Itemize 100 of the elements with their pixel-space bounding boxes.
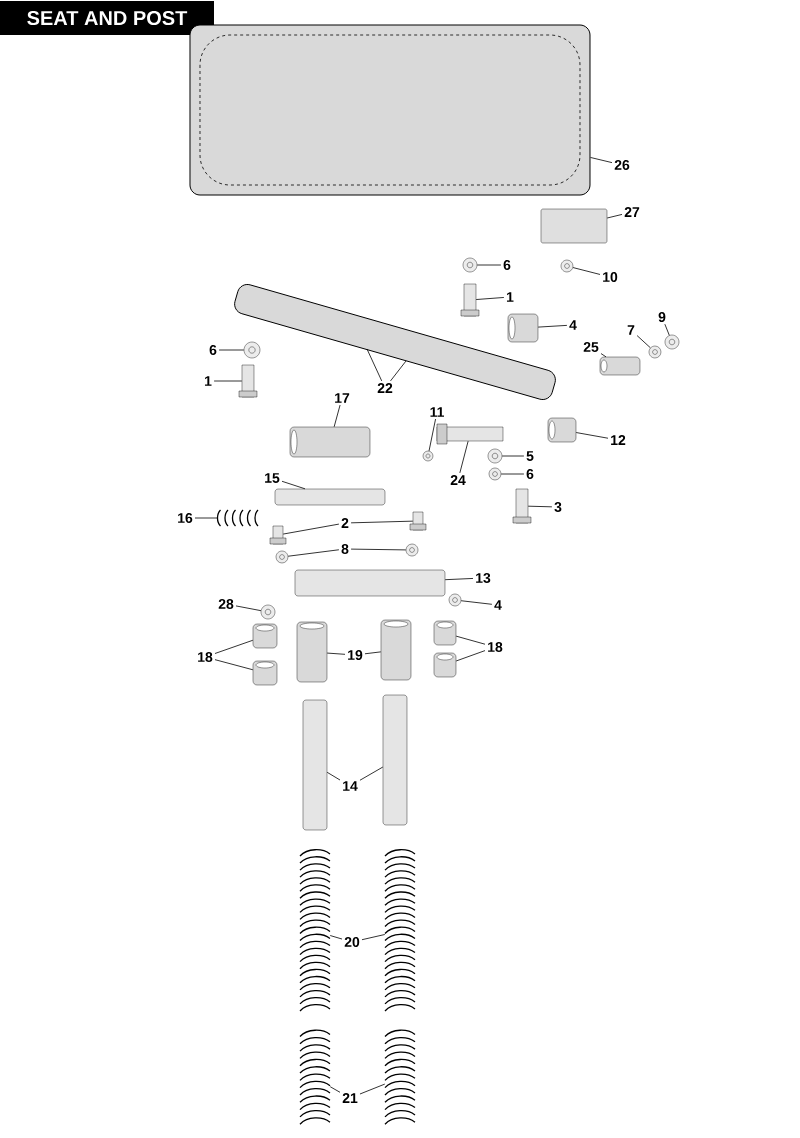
bushing-drawing [547, 417, 577, 443]
bushing-drawing [252, 623, 278, 649]
callout-number: 20 [344, 937, 360, 947]
callout-number: 19 [348, 650, 363, 660]
leader-line [606, 214, 623, 219]
leader-line [326, 652, 346, 655]
leader-line [350, 520, 414, 524]
bracket-drawing [540, 208, 608, 244]
post-drawing [302, 699, 328, 831]
nut-drawing [448, 593, 462, 607]
callout-number: 27 [624, 207, 640, 217]
callout-number: 1 [205, 376, 212, 386]
leader-line [455, 635, 486, 645]
callout-number: 25 [583, 342, 599, 352]
bolt-drawing [436, 423, 504, 445]
callout-number: 7 [627, 325, 635, 335]
leader-line [361, 934, 386, 941]
leader-line [213, 380, 243, 382]
spring-drawing [384, 849, 416, 1012]
washer-drawing [648, 345, 662, 359]
bushing-drawing [433, 652, 457, 678]
leader-line [287, 549, 340, 557]
leader-line [214, 639, 254, 654]
callout-number: 17 [335, 393, 350, 403]
leader-line [333, 404, 341, 428]
callout-number: 15 [265, 473, 280, 483]
callout-number: 28 [218, 599, 234, 609]
spring-drawing [299, 849, 331, 1012]
washer-drawing [243, 341, 261, 359]
callout-number: 16 [178, 513, 193, 523]
washer-drawing [462, 257, 478, 273]
callout-number: 21 [342, 1093, 358, 1103]
leader-line [572, 267, 601, 275]
leader-line [476, 264, 502, 266]
callout-number: 9 [658, 312, 666, 322]
callout-number: 3 [554, 502, 562, 512]
spring-drawing [384, 1029, 416, 1125]
callout-number: 2 [341, 518, 349, 528]
fitting-drawing [422, 450, 434, 462]
leader-line [282, 523, 340, 535]
screw-drawing [512, 488, 532, 524]
callout-number: 24 [450, 475, 466, 485]
screw-drawing [409, 511, 427, 531]
bushing-drawing [296, 621, 328, 683]
leader-line [329, 1086, 341, 1093]
leader-line [664, 323, 670, 336]
leader-line [366, 348, 383, 382]
leader-line [214, 659, 254, 671]
leader-line [350, 548, 407, 551]
leader-line [194, 517, 218, 519]
washer-drawing [488, 467, 502, 481]
frame-drawing [234, 284, 556, 401]
callout-number: 14 [343, 781, 358, 791]
callout-number: 13 [476, 573, 491, 583]
callout-number: 5 [526, 451, 534, 461]
spring-drawing [299, 1029, 331, 1125]
leader-line [455, 650, 486, 662]
tube-drawing [289, 426, 371, 458]
seat-drawing [189, 24, 591, 196]
leader-line [281, 480, 306, 490]
nut-drawing [664, 334, 680, 350]
callout-number: 4 [569, 320, 577, 330]
callout-number: 6 [503, 260, 511, 270]
leader-line [527, 505, 553, 508]
screw-drawing [269, 525, 287, 545]
leader-line [359, 1083, 386, 1095]
washer-drawing [260, 604, 276, 620]
spring-drawing [216, 509, 259, 527]
leader-line [590, 157, 613, 163]
callout-number: 18 [198, 652, 213, 662]
lever-drawing [294, 569, 446, 597]
leader-line [475, 297, 505, 300]
bushing-drawing [433, 620, 457, 646]
callout-number: 18 [488, 642, 503, 652]
leader-line [501, 455, 525, 457]
leader-line [459, 440, 469, 474]
callout-number: 8 [341, 544, 349, 554]
leader-line [364, 651, 382, 655]
title: SEAT AND POST [0, 1, 214, 35]
leader-line [600, 353, 607, 358]
leader-line [390, 360, 407, 382]
callout-number: 1 [507, 292, 514, 302]
pin-drawing [599, 356, 641, 376]
post-drawing [382, 694, 408, 826]
washer-drawing [275, 550, 289, 564]
leader-line [636, 335, 651, 349]
leader-line [326, 771, 341, 781]
bushing-drawing [507, 313, 539, 343]
leader-line [460, 600, 493, 605]
callout-number: 4 [494, 600, 502, 610]
callout-number: 12 [611, 435, 626, 445]
leader-line [218, 349, 245, 351]
leader-line [500, 473, 525, 475]
callout-number: 6 [526, 469, 534, 479]
leader-line [235, 605, 262, 612]
shaft-drawing [274, 488, 386, 506]
leader-line [359, 766, 384, 781]
nut-drawing [560, 259, 574, 273]
washer-drawing [405, 543, 419, 557]
callout-number: 22 [377, 383, 393, 393]
